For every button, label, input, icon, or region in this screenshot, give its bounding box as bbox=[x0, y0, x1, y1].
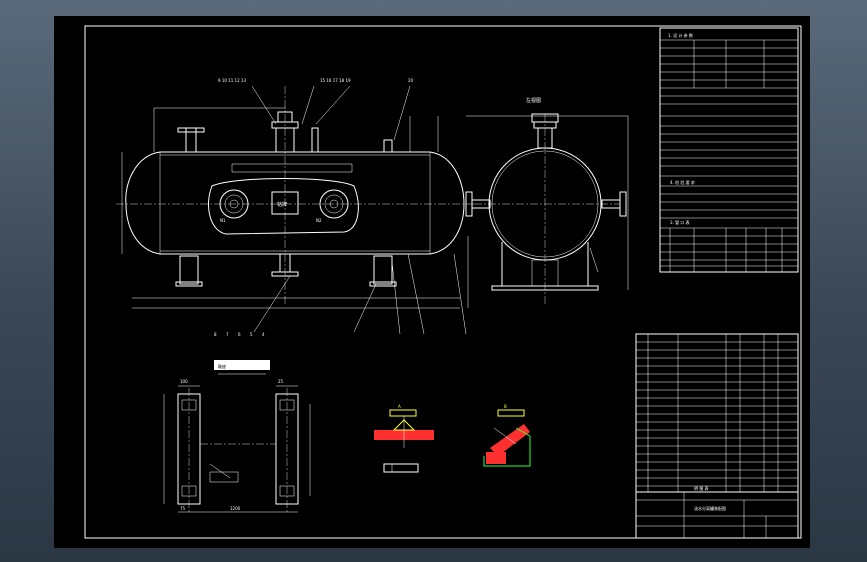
flange-left-label: N1 bbox=[220, 218, 226, 223]
flange-right-label: N2 bbox=[316, 218, 322, 223]
nozzle-table-title: 3. 管 口 表 bbox=[670, 219, 690, 225]
drawing-canvas: 铭牌 N1 N2 bbox=[54, 16, 810, 548]
weld-b-label: B bbox=[504, 404, 507, 409]
dim-75: 75 bbox=[180, 506, 186, 511]
weld-a-label: A bbox=[398, 404, 401, 409]
svg-text:5: 5 bbox=[250, 332, 253, 337]
svg-text:20: 20 bbox=[408, 78, 414, 83]
weld-detail-b: B bbox=[483, 404, 531, 467]
dim-100: 100 bbox=[180, 379, 188, 384]
side-view: 左视图 bbox=[465, 97, 629, 306]
parts-list-table: 明 细 表 油水分离罐装配图 bbox=[635, 333, 799, 539]
side-view-title: 左视图 bbox=[526, 97, 541, 104]
saddle-detail: 鞍座 1200 100 25 75 bbox=[163, 360, 311, 513]
drawing-svg: 铭牌 N1 N2 bbox=[84, 25, 802, 539]
tech-data-table: 1. 设 计 参 数 3. 管 口 表 bbox=[659, 27, 799, 273]
nameplate-label: 铭牌 bbox=[277, 201, 287, 208]
front-view: 铭牌 N1 N2 bbox=[116, 78, 474, 337]
dim-25: 25 bbox=[278, 379, 284, 384]
svg-text:9 10 11 12 13: 9 10 11 12 13 bbox=[218, 78, 246, 83]
svg-text:4: 4 bbox=[262, 332, 265, 337]
svg-text:8: 8 bbox=[214, 332, 217, 337]
title-block-text: 油水分离罐装配图 bbox=[694, 505, 726, 511]
tech-data-title: 1. 设 计 参 数 bbox=[668, 32, 693, 38]
dim-1200: 1200 bbox=[230, 506, 241, 511]
inspection-title: 4. 检 验 要 求 bbox=[670, 179, 695, 185]
svg-text:7: 7 bbox=[226, 332, 229, 337]
parts-list-title: 明 细 表 bbox=[694, 485, 709, 491]
svg-text:6: 6 bbox=[238, 332, 241, 337]
saddle-detail-title: 鞍座 bbox=[218, 363, 226, 369]
weld-detail-a: A bbox=[374, 404, 434, 473]
drawing-frame bbox=[84, 25, 802, 539]
svg-text:15 16 17 18 19: 15 16 17 18 19 bbox=[320, 78, 351, 83]
